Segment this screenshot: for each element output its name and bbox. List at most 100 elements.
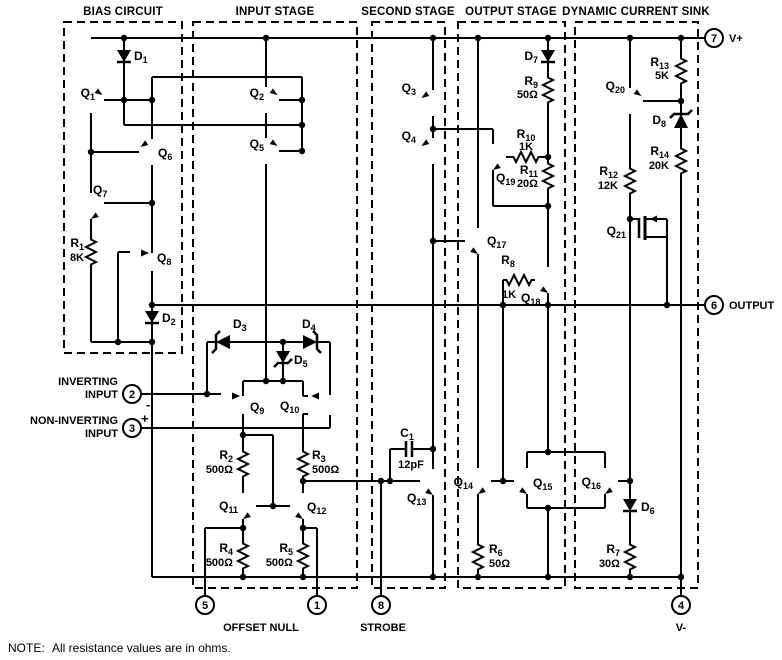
label-non-inverting: NON-INVERTING	[30, 415, 118, 427]
pin-4-number: 4	[678, 600, 685, 612]
pin-2-number: 2	[129, 389, 135, 401]
pin-6: 6	[704, 295, 724, 315]
label-r4-value: 500Ω	[206, 557, 233, 569]
diode-d5	[273, 351, 293, 368]
note-label: NOTE:	[8, 641, 45, 655]
label-r10-value: 1K	[519, 141, 533, 153]
label-r12-value: 12K	[598, 180, 618, 192]
transistor-q15	[514, 468, 527, 494]
label-r2-name: R2	[219, 448, 233, 464]
pin-7-number: 7	[711, 33, 717, 45]
labels: Q1 Q2 Q3 Q4 Q5 Q6 Q7 Q8 Q9 Q10 Q11 Q12 Q…	[8, 33, 775, 655]
label-d1: D1	[134, 49, 148, 65]
wires	[90, 37, 705, 596]
pin-2: 2	[122, 384, 142, 404]
label-q2: Q2	[250, 86, 264, 102]
label-r7-value: 30Ω	[599, 558, 620, 570]
junction-dots	[87, 34, 685, 581]
title-output-stage: OUTPUT STAGE	[465, 6, 557, 18]
label-r13-value: 5K	[655, 70, 669, 82]
diode-d4	[303, 330, 322, 354]
resistor-r7	[624, 540, 636, 574]
label-c1-value: 12pF	[398, 459, 424, 471]
diode-d1	[117, 50, 131, 64]
label-q5: Q5	[250, 137, 264, 153]
resistor-r8	[502, 274, 536, 286]
label-q1: Q1	[81, 86, 95, 102]
transistor-q19	[493, 144, 506, 170]
label-d8: D8	[652, 113, 666, 129]
pin-3-number: 3	[129, 423, 135, 435]
label-q16: Q16	[582, 475, 601, 491]
diode-d3	[211, 330, 230, 354]
bias-circuit-box	[63, 21, 183, 354]
label-v-minus: V-	[676, 622, 687, 634]
note-text: All resistance values are in ohms.	[52, 641, 231, 655]
label-q4: Q4	[402, 129, 416, 145]
resistor-r6	[472, 540, 484, 574]
label-non-inverting-input: INPUT	[85, 428, 118, 440]
label-q15: Q15	[533, 476, 552, 492]
label-r7-name: R7	[606, 542, 620, 558]
label-q17: Q17	[487, 234, 506, 250]
label-q7: Q7	[93, 183, 107, 199]
transistors	[91, 87, 657, 519]
stage-titles: BIAS CIRCUIT INPUT STAGE SECOND STAGE OU…	[83, 6, 710, 18]
label-inverting: INVERTING	[58, 376, 118, 388]
title-second-stage: SECOND STAGE	[361, 6, 455, 18]
label-offset-null: OFFSET NULL	[223, 622, 299, 634]
label-d7: D7	[524, 49, 538, 65]
title-bias-circuit: BIAS CIRCUIT	[83, 6, 163, 18]
label-q12: Q12	[307, 500, 326, 516]
transistor-q12	[290, 493, 303, 519]
transistor-q18	[535, 267, 548, 293]
label-r14-name: R14	[650, 144, 669, 160]
label-r9-name: R9	[524, 74, 538, 90]
label-plus-sign: +	[141, 411, 149, 426]
resistor-r13	[675, 54, 687, 88]
label-r11-value: 20Ω	[517, 178, 538, 190]
label-r1-name: R1	[70, 236, 84, 252]
resistor-r10	[509, 151, 543, 163]
label-q9: Q9	[250, 400, 264, 416]
resistor-r11	[542, 159, 554, 193]
title-dynamic-current-sink: DYNAMIC CURRENT SINK	[562, 6, 710, 18]
transistor-q9	[221, 392, 243, 417]
label-inverting-input: INPUT	[85, 389, 118, 401]
diode-d8	[669, 109, 693, 128]
label-q8: Q8	[157, 251, 171, 267]
label-q21: Q21	[607, 224, 626, 240]
label-r3-name: R3	[312, 448, 326, 464]
pin-1: 1	[307, 595, 327, 615]
label-c1-name: C1	[400, 426, 414, 442]
label-r12-name: R12	[599, 164, 618, 180]
label-r5-name: R5	[279, 541, 293, 557]
resistor-r14	[675, 144, 687, 178]
pin-3: 3	[122, 418, 142, 438]
label-d2: D2	[162, 311, 176, 327]
label-q13: Q13	[407, 491, 426, 507]
transistor-q14	[478, 468, 491, 494]
label-r5-value: 500Ω	[266, 557, 293, 569]
transistor-q20	[630, 88, 643, 114]
transistor-q2	[266, 87, 279, 113]
label-v-plus: V+	[729, 33, 743, 45]
transistor-q8	[130, 249, 152, 274]
label-output: OUTPUT	[729, 300, 775, 312]
label-q6: Q6	[158, 146, 172, 162]
transistor-q3	[420, 90, 433, 116]
pin-7: 7	[704, 28, 724, 48]
resistor-r5	[297, 539, 309, 573]
label-d6: D6	[641, 500, 655, 516]
transistor-q10	[308, 392, 330, 417]
label-d4: D4	[302, 317, 316, 333]
transistor-q4	[420, 138, 433, 164]
resistor-r4	[237, 539, 249, 573]
resistor-r9	[542, 73, 554, 107]
pin-1-number: 1	[314, 600, 320, 612]
diode-d7	[541, 50, 555, 64]
transistor-q21	[637, 215, 657, 240]
label-r8-name: R8	[501, 253, 515, 269]
transistor-q13	[420, 469, 433, 495]
